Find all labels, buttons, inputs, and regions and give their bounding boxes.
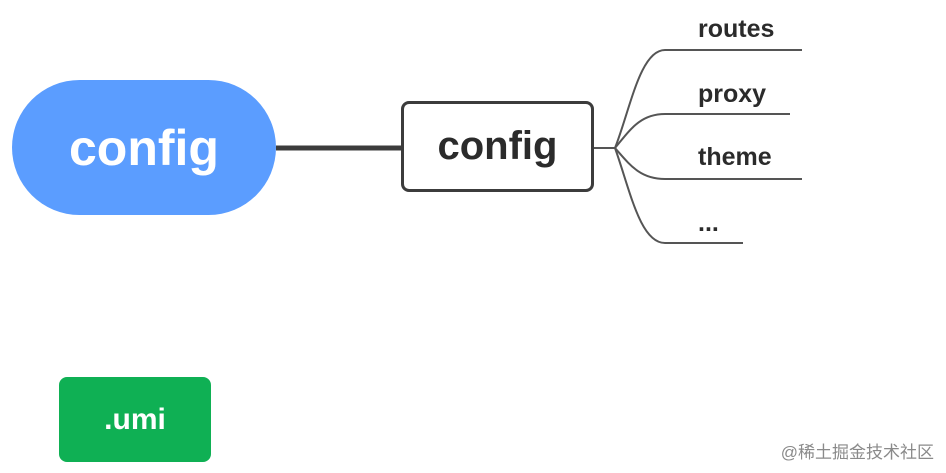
umi-node[interactable]: .umi xyxy=(59,377,211,462)
branch-ellipsis xyxy=(614,147,743,244)
watermark: @稀土掘金技术社区 xyxy=(780,443,934,462)
leaf-routes[interactable]: routes xyxy=(698,15,775,43)
leaf-ellipsis[interactable]: ... xyxy=(698,209,719,237)
branch-proxy xyxy=(614,113,790,149)
branch-routes xyxy=(614,49,802,149)
root-config-node[interactable]: config xyxy=(12,80,276,215)
umi-node-label: .umi xyxy=(104,402,166,436)
leaf-proxy[interactable]: proxy xyxy=(698,80,767,108)
leaf-theme[interactable]: theme xyxy=(698,143,772,171)
config-node[interactable]: config xyxy=(401,101,594,192)
root-config-label: config xyxy=(69,119,219,176)
branch-theme xyxy=(614,147,802,180)
config-node-label: config xyxy=(437,124,558,168)
